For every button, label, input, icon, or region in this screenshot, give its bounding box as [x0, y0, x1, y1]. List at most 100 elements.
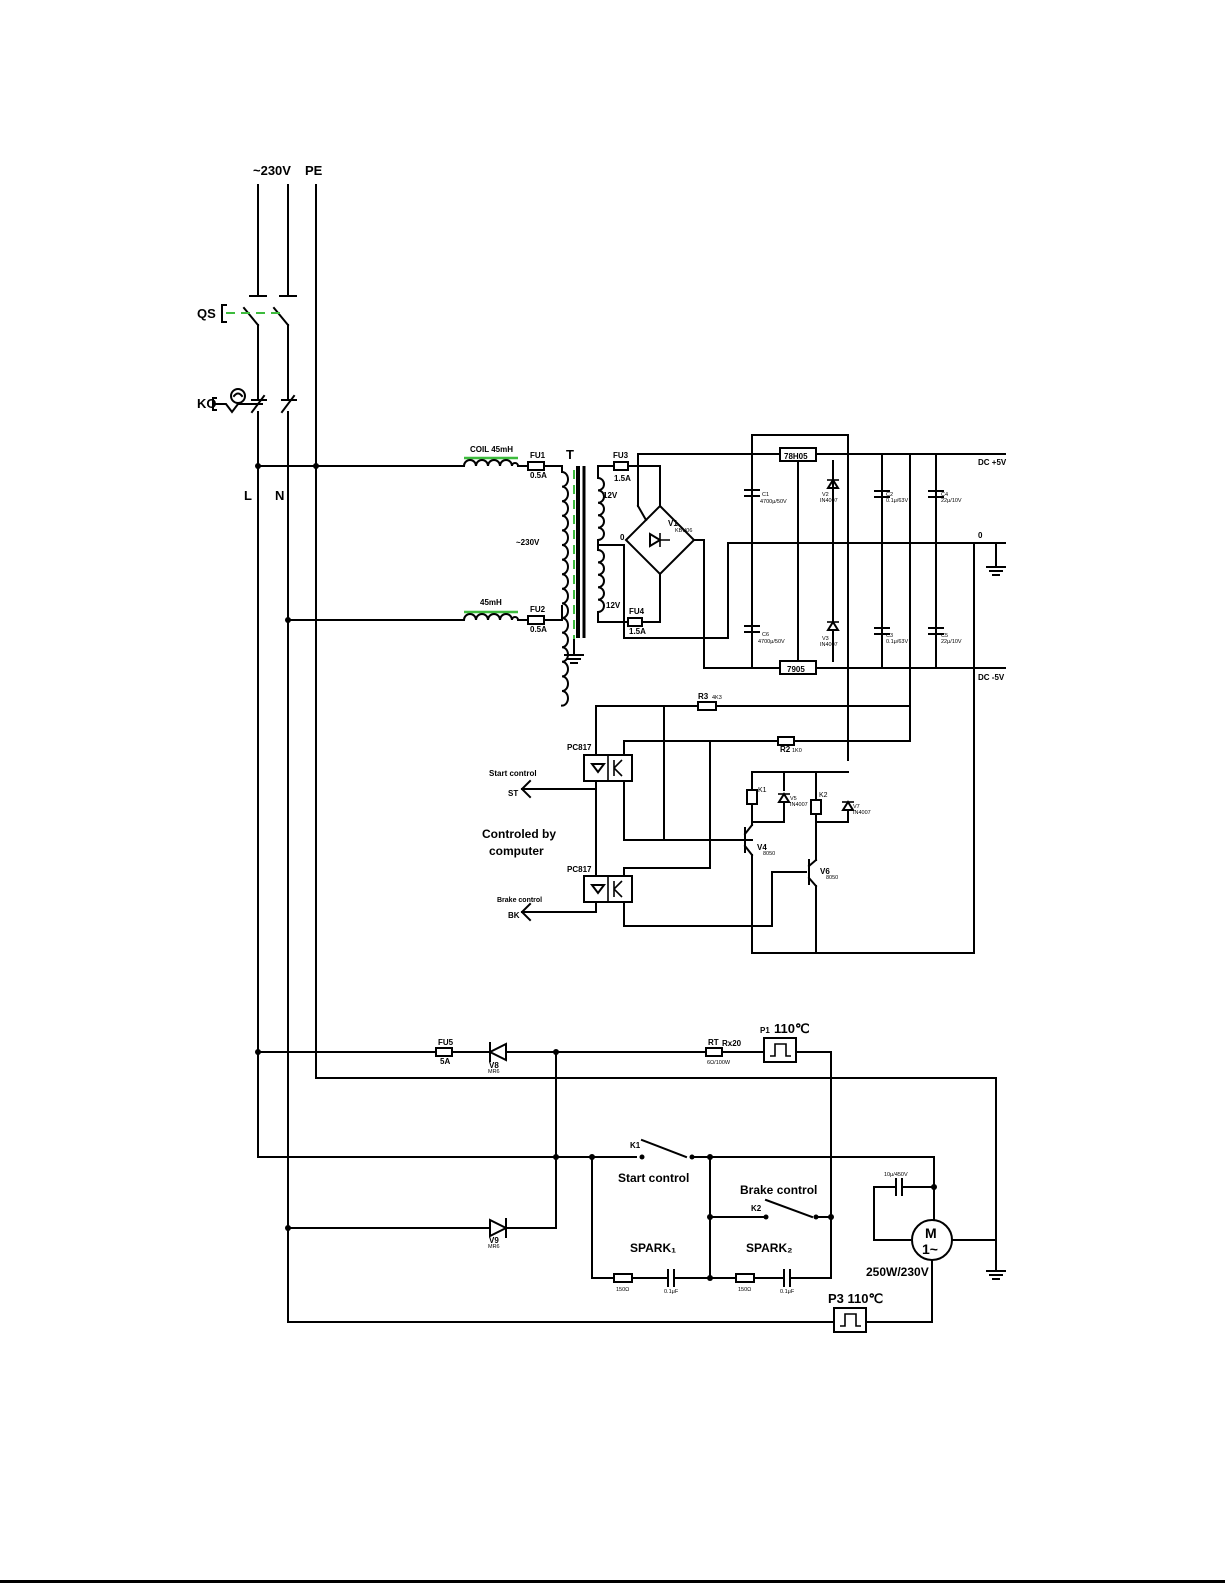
rail-neg-label: DC -5V [978, 673, 1005, 682]
ko-label: KO [197, 396, 217, 411]
v7-diode [841, 800, 855, 811]
k2-contact-label: K2 [751, 1204, 762, 1213]
power-section: FU5 5A V8 MR6 RT Rx20 6Ω/100W P1 110℃ [255, 1021, 1006, 1333]
c6-value: 4700μ/50V [758, 639, 785, 645]
supply-pe-label: PE [305, 163, 323, 178]
motor-capacitor-value: 10μ/450V [884, 1172, 908, 1178]
k1-contact-label: K1 [630, 1141, 641, 1150]
v9-diode [489, 1218, 509, 1238]
v7-label: V7 [853, 804, 860, 810]
primary-voltage-label: ~230V [516, 538, 540, 547]
line-l-label: L [244, 488, 252, 503]
line-n-label: N [275, 488, 284, 503]
v5-value: IN4007 [790, 802, 808, 808]
coil2-label: 45mH [480, 598, 502, 607]
v6-value: 8050 [826, 875, 838, 881]
sec2-voltage-label: 12V [606, 601, 621, 610]
rail-zero-label: 0 [978, 531, 983, 540]
motor-phase-label: 1~ [922, 1241, 938, 1257]
c3-value: 0.1μ/63V [886, 639, 908, 645]
fu3-label: FU3 [613, 451, 629, 460]
start-control-label: Start control [618, 1171, 689, 1185]
sec-center-label: 0 [620, 533, 625, 542]
v3-label: V3 [822, 636, 829, 642]
c1-value: 4700μ/50V [760, 499, 787, 505]
v8-label: V8 [489, 1061, 499, 1070]
fu1-value: 0.5A [530, 471, 547, 480]
control-section: R3 4K3 R2 1K0 PC817 Start control ST Con… [482, 692, 975, 954]
c5-label: C5 [941, 633, 948, 639]
r3-resistor [697, 701, 717, 711]
v3-value: IN4007 [820, 642, 838, 648]
fu4-label: FU4 [629, 607, 645, 616]
fu2-label: FU2 [530, 605, 546, 614]
c2-label: C2 [886, 492, 893, 498]
r3-value: 4K3 [712, 695, 722, 701]
p3-label: P3 110℃ [828, 1291, 883, 1306]
coil1-inductor [462, 459, 520, 468]
opto1-led-icon [590, 763, 606, 774]
transformer-label: T [566, 447, 574, 462]
c1-label: C1 [762, 492, 769, 498]
k1-coil-label: K1 [758, 787, 767, 794]
spark2-resistor-value: 150Ω [738, 1287, 751, 1293]
spark1-capacitor-value: 0.1μF [664, 1289, 679, 1295]
p3-thermal-protector [833, 1307, 867, 1333]
bk-label: BK [508, 911, 520, 920]
v9-label: V9 [489, 1236, 499, 1245]
regulator-pos-label: 78H05 [784, 452, 808, 461]
brake-control-input-title: Brake control [497, 897, 542, 904]
primary-winding [560, 470, 569, 707]
st-label: ST [508, 789, 518, 798]
qs-contact-l [242, 306, 260, 327]
pc1-label: PC817 [567, 743, 592, 752]
v5-diode [777, 792, 791, 803]
regulator-7905 [779, 660, 817, 675]
rail-pos-label: DC +5V [978, 458, 1007, 467]
rt-resistor [705, 1047, 723, 1057]
k1-relay-coil [746, 789, 758, 805]
secondary-winding-2 [596, 548, 605, 614]
spark1-label: SPARK₁ [630, 1241, 676, 1255]
fu4-value: 1.5A [629, 627, 646, 636]
bridge-label: V1 [668, 519, 678, 528]
ko-contact-n [280, 394, 296, 414]
v6-label: V6 [820, 867, 830, 876]
qs-contact-n [272, 306, 290, 327]
spark2-resistor [735, 1273, 755, 1283]
fu5-value: 5A [440, 1057, 450, 1066]
v7-value: IN4007 [853, 810, 871, 816]
fu3-fuse [613, 461, 629, 471]
c3-label: C3 [886, 633, 893, 639]
v5-label: V5 [790, 796, 797, 802]
v8-diode [487, 1042, 507, 1062]
fu5-label: FU5 [438, 1038, 454, 1047]
supply-section: ~230V PE L N QS KO [197, 163, 323, 1323]
rt-name: Rx20 [722, 1039, 742, 1048]
transformer-section: COIL 45mH FU1 0.5A 45mH FU2 0.5A ~230V T [255, 445, 729, 707]
fu4-fuse [627, 617, 643, 627]
fu1-fuse [527, 461, 545, 471]
r2-resistor [777, 736, 795, 746]
r2-label: R2 [780, 745, 791, 754]
secondary-winding-1 [596, 476, 605, 542]
fu1-label: FU1 [530, 451, 546, 460]
k1-contact [640, 1138, 688, 1159]
motor-rating-label: 250W/230V [866, 1265, 929, 1279]
page-bottom-rule [0, 1580, 1225, 1583]
spark1-resistor [613, 1273, 633, 1283]
r2-value: 1K0 [792, 748, 802, 754]
v8-value: MR6 [488, 1069, 500, 1075]
c4-value: 22μ/10V [941, 498, 962, 504]
k2-contact [764, 1198, 814, 1219]
bridge-value: KBU06 [675, 528, 692, 534]
supply-ac-label: ~230V [253, 163, 291, 178]
v2-label: V2 [822, 492, 829, 498]
v9-value: MR6 [488, 1244, 500, 1250]
motor-m-label: M [925, 1225, 937, 1241]
c2-value: 0.1μ/63V [886, 498, 908, 504]
opto2-led-icon [590, 884, 606, 895]
fu2-fuse [527, 615, 545, 625]
fu3-value: 1.5A [614, 474, 631, 483]
